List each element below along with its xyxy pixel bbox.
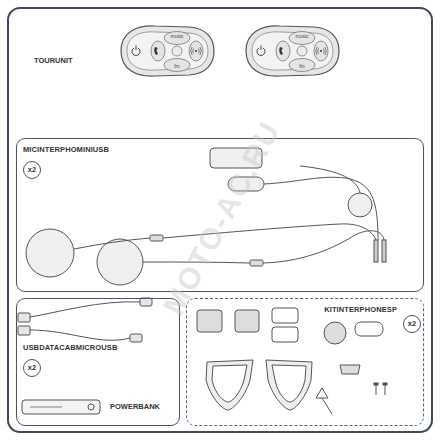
speaker	[97, 239, 143, 285]
button-label: music	[295, 33, 308, 39]
button-label: music	[170, 33, 183, 39]
cable	[74, 238, 150, 249]
adhesive-pad	[272, 327, 298, 342]
screw-head	[374, 383, 378, 385]
quantity-text: x2	[408, 320, 416, 328]
velcro-pad	[197, 310, 222, 332]
watermark: MOTO-AC.RU	[157, 115, 288, 320]
cable	[300, 166, 360, 193]
cable	[30, 330, 130, 340]
quantity-badge: x2	[23, 161, 41, 179]
jack	[382, 240, 386, 262]
outer-frame	[8, 8, 432, 432]
quantity-badge: x2	[23, 359, 41, 377]
section-title: KITINTERPHONESP	[324, 305, 397, 314]
clip	[340, 365, 360, 374]
section-title: USBDATACABMICROUSB	[23, 343, 117, 352]
usb-plug	[18, 313, 30, 322]
quantity-text: x2	[28, 364, 36, 372]
screw	[385, 385, 386, 395]
round-pad	[324, 322, 346, 344]
helmet-clamp	[266, 360, 312, 410]
plug	[250, 260, 263, 266]
helmet-clamp	[272, 365, 306, 402]
powerbank-logo	[30, 406, 62, 408]
button-label: fm	[174, 63, 180, 69]
micro-usb-plug	[140, 298, 152, 306]
tourunit-device	[246, 26, 339, 76]
usb-cables	[18, 298, 152, 414]
helmet-clamp	[206, 360, 253, 410]
jack	[374, 240, 378, 262]
micro-usb-plug	[130, 334, 142, 342]
product-name: TOURUNIT	[34, 56, 73, 65]
helmet-clamp	[212, 365, 247, 402]
wire-microphone	[348, 193, 372, 217]
section-box: KITINTERPHONESP x2	[186, 298, 424, 426]
mounting-kit	[197, 308, 387, 414]
velcro-pad	[235, 310, 259, 332]
cable	[264, 177, 378, 240]
quantity-badge: x2	[403, 315, 421, 333]
allen-key	[322, 398, 332, 414]
powerbank	[22, 400, 100, 414]
screw-head	[383, 383, 387, 385]
button-label: fm	[299, 63, 305, 69]
pad	[355, 322, 383, 336]
tourunit-device	[121, 26, 214, 76]
plug	[150, 235, 163, 241]
section-title: MICINTERPHOMINIUSB	[23, 145, 109, 154]
screw	[376, 385, 377, 395]
powerbank-button	[88, 404, 94, 410]
usb-plug	[18, 326, 30, 335]
cable	[263, 231, 384, 263]
allen-key	[316, 388, 328, 398]
quantity-text: x2	[28, 166, 36, 174]
speaker	[26, 229, 74, 277]
cable	[30, 302, 140, 317]
item-name: POWERBANK	[110, 402, 160, 411]
adhesive-pad	[272, 308, 298, 323]
